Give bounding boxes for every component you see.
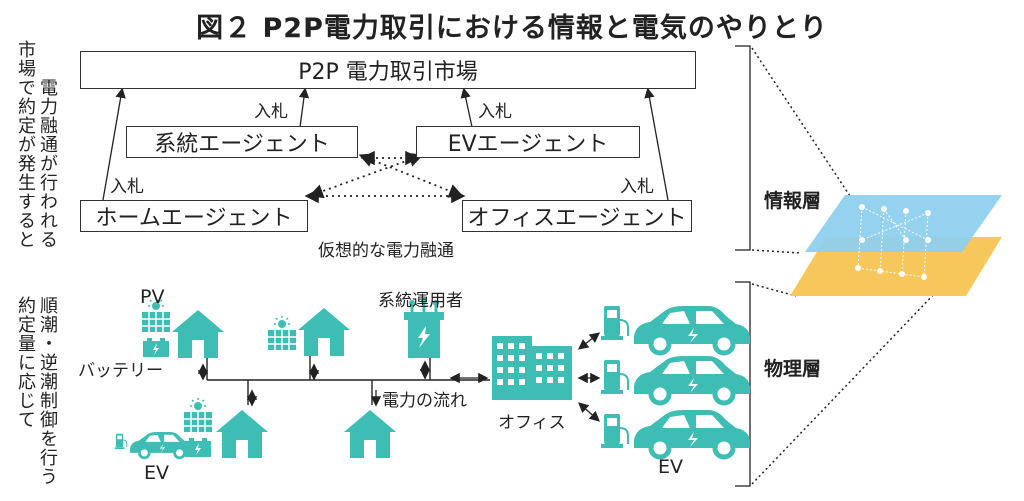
ev-left-label: EV xyxy=(144,462,170,484)
office-building-icon xyxy=(492,336,572,400)
bid-label: 入札 xyxy=(478,102,512,122)
layer-illustration xyxy=(790,195,1002,296)
info-layer-label: 情報層 xyxy=(764,190,822,212)
ev-charger-icon xyxy=(114,433,128,450)
ev-car-icon xyxy=(634,356,750,403)
ev-car-icon xyxy=(128,430,196,460)
office-label: オフィス xyxy=(498,413,566,433)
ev-charger-icon xyxy=(600,305,629,341)
ev-car-icon xyxy=(634,410,750,457)
home-icon xyxy=(216,410,268,458)
ev-charger-icon xyxy=(600,359,629,395)
power-flow-label: 電力の流れ xyxy=(382,391,467,411)
home-icon xyxy=(172,310,224,358)
bid-label: 入札 xyxy=(620,177,654,197)
bid-arrows xyxy=(102,87,669,201)
physical-layer-label: 物理層 xyxy=(764,358,822,380)
ev-car-icon xyxy=(634,306,750,353)
solar-panel-icon xyxy=(183,397,213,433)
bid-label: 入札 xyxy=(254,102,288,122)
physical-side-caption: 約定量に応じて xyxy=(15,296,36,429)
ev-agent-box: EVエージェント xyxy=(416,126,640,158)
layer-brackets xyxy=(735,45,751,487)
battery-label: バッテリー xyxy=(78,361,163,381)
solar-panel-icon xyxy=(267,315,297,351)
virtual-exchange-label: 仮想的な電力融通 xyxy=(318,241,454,261)
p2p-market-box: P2P 電力取引市場 xyxy=(80,51,696,89)
home-icon xyxy=(298,308,350,356)
pv-label: PV xyxy=(140,286,165,308)
ev-right-label: EV xyxy=(658,456,684,478)
info-side-caption-2: 電力融通が行われる xyxy=(37,78,58,249)
transformer-icon xyxy=(404,298,444,358)
battery-icon xyxy=(143,338,169,357)
ev-charger-icon xyxy=(600,413,629,449)
flow-arrows xyxy=(197,332,601,422)
layer-dotted-leaders xyxy=(751,47,937,485)
grid-operator-label: 系統運用者 xyxy=(378,291,463,311)
office-agent-box: オフィスエージェント xyxy=(462,200,692,232)
virtual-exchange-lines xyxy=(304,150,466,204)
grid-agent-box: 系統エージェント xyxy=(126,126,358,158)
physical-side-caption-2: 順潮・逆潮制御を行う xyxy=(37,296,58,486)
home-icon xyxy=(344,410,396,458)
info-side-caption: 市場で約定が発生すると xyxy=(15,40,36,249)
home-agent-box: ホームエージェント xyxy=(80,200,308,232)
figure-title: 図２ P2P電力取引における情報と電気のやりとり xyxy=(196,13,828,44)
bid-label: 入札 xyxy=(110,177,144,197)
